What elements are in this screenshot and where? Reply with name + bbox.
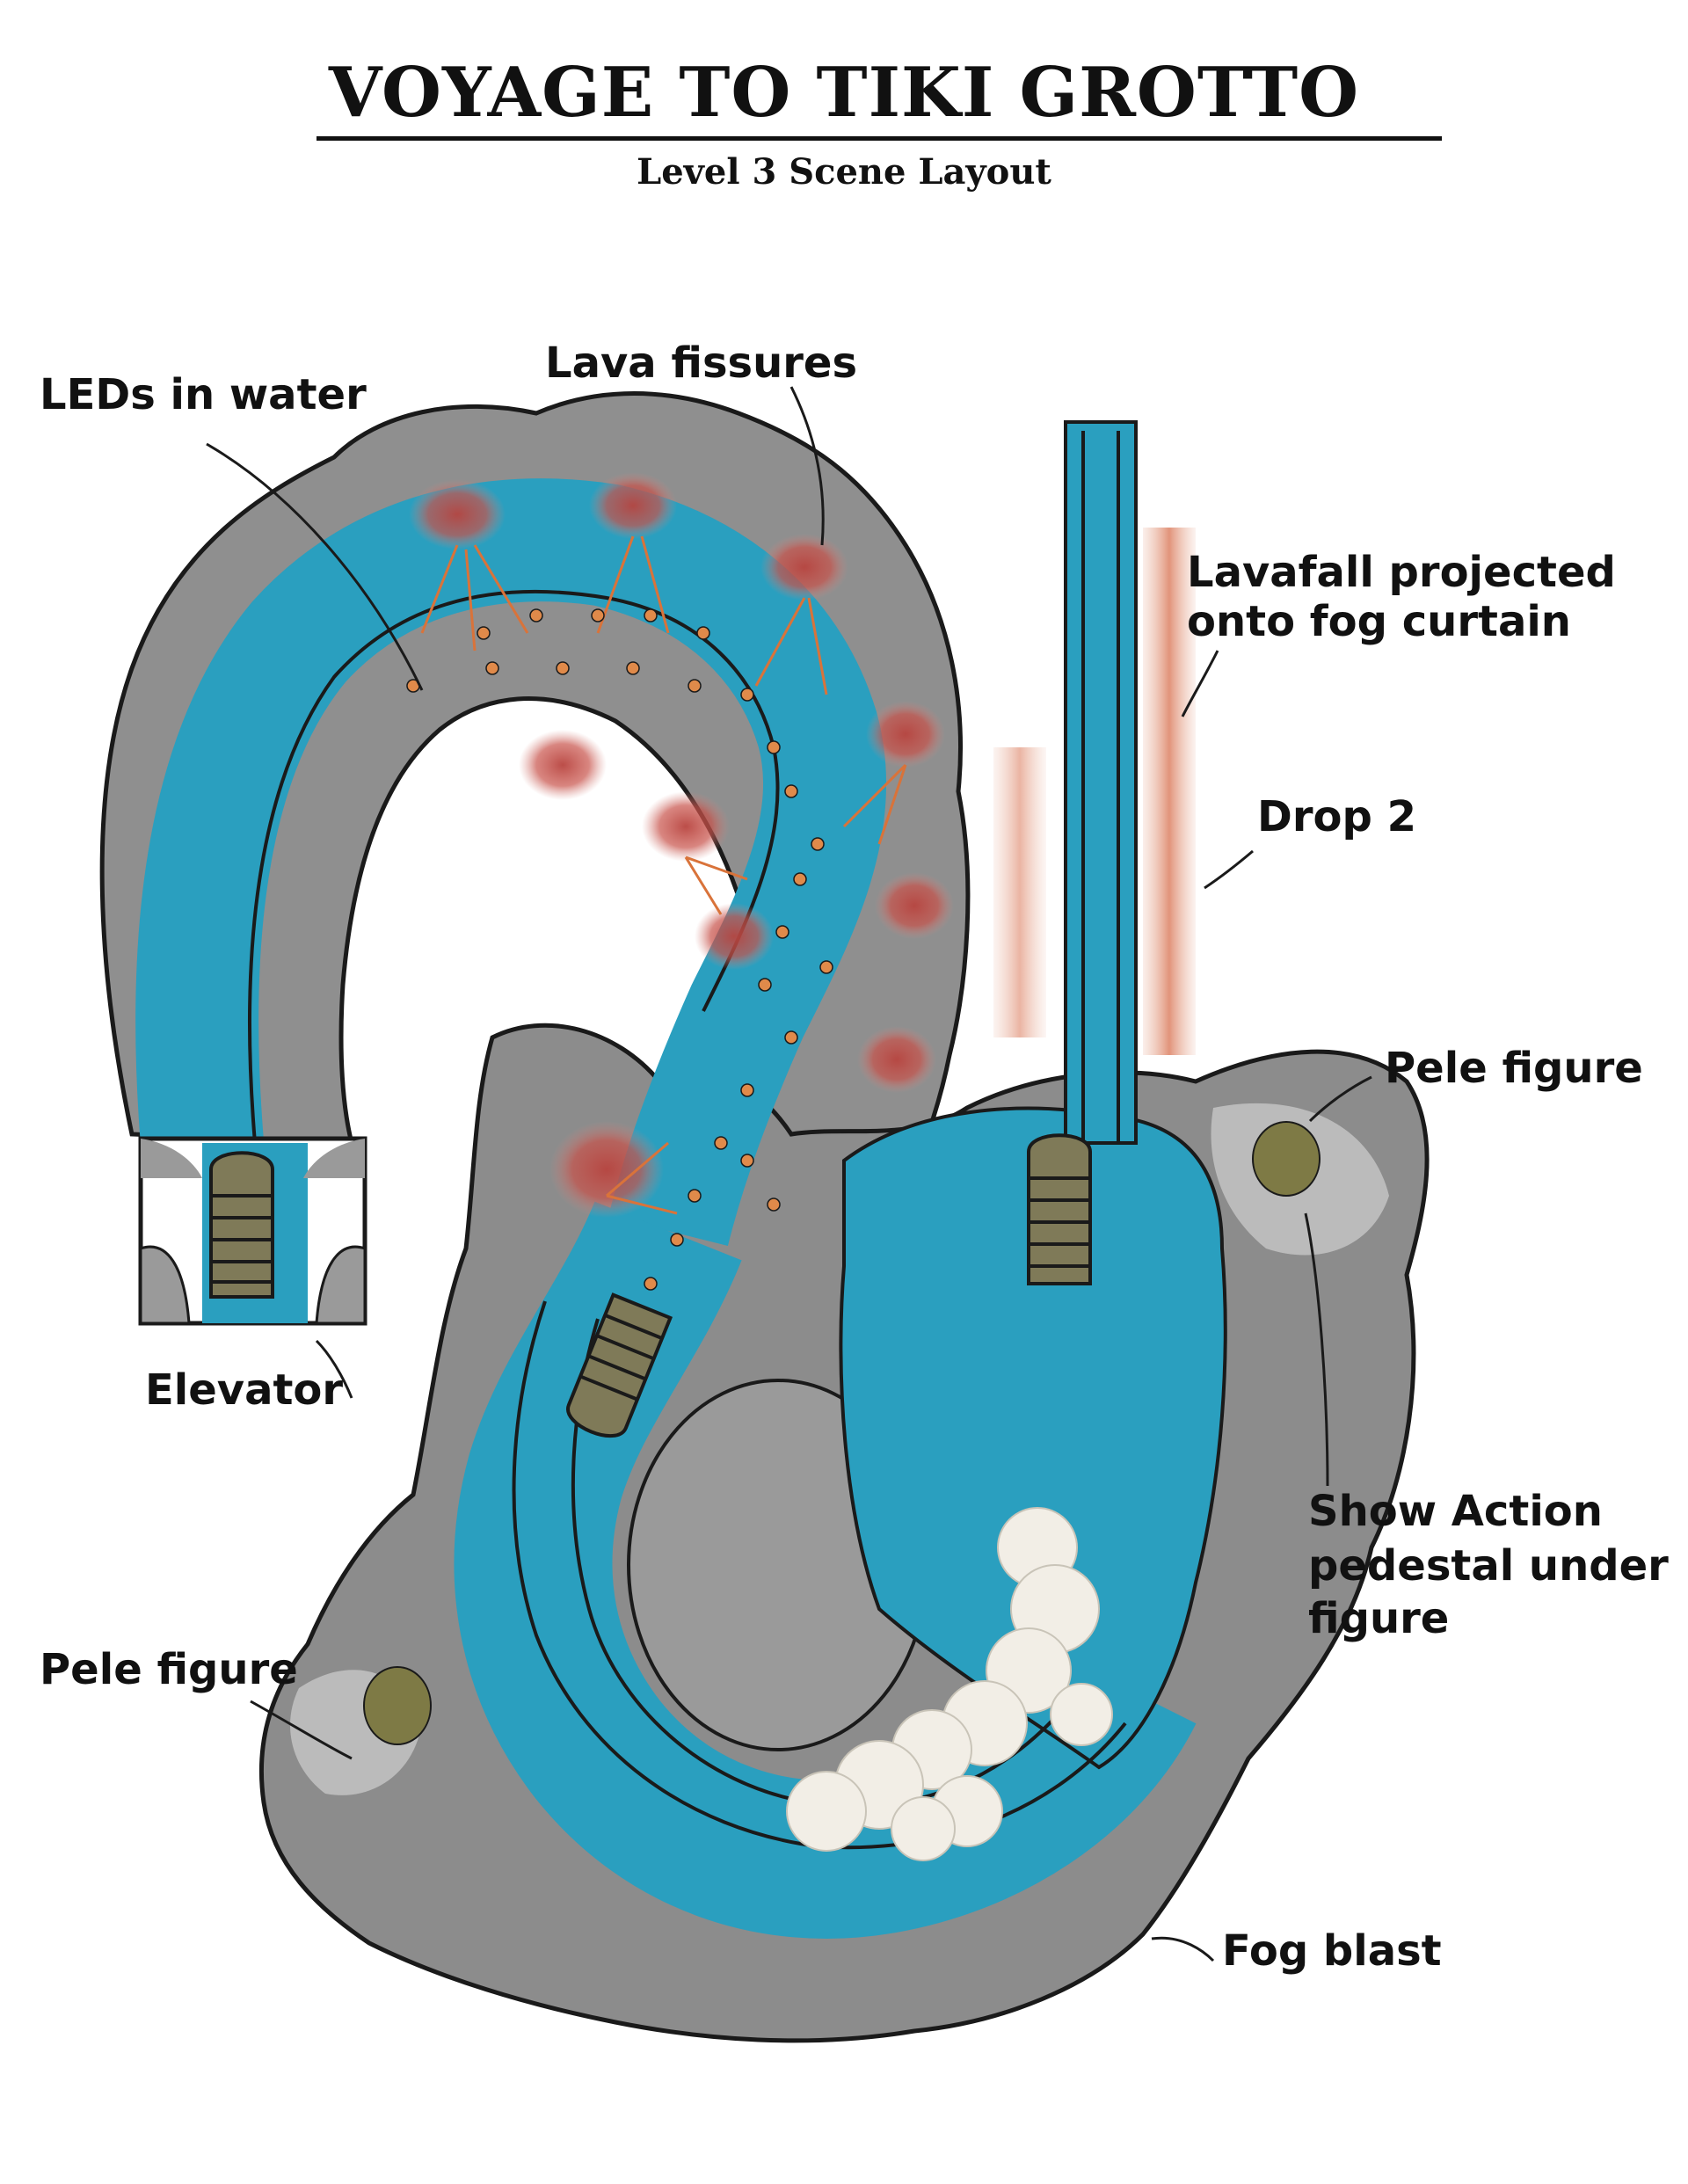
drop2-flume [1064, 420, 1138, 1145]
arrow-drop2 [1204, 849, 1254, 890]
arrow-elevator [315, 1339, 353, 1399]
lavafall-projection [1143, 528, 1196, 1055]
label-show-action-line1: Show Action [1308, 1487, 1603, 1536]
lava-glow [760, 534, 848, 601]
title-underline [316, 136, 1442, 141]
channel-track-line [248, 589, 780, 1144]
diagram-title: VOYAGE TO TIKI GROTTO [328, 53, 1360, 133]
arrow-pele-right [1308, 1075, 1372, 1123]
lava-glow [875, 872, 954, 939]
label-show-action-line3: figure [1308, 1594, 1450, 1643]
lava-glow [857, 1026, 936, 1093]
callout-arrows [206, 386, 1372, 1962]
ride-boat [209, 1151, 274, 1299]
label-lavafall-line1: Lavafall projected [1187, 548, 1616, 597]
arrow-pele-left [250, 1700, 353, 1760]
lava-glow [409, 479, 506, 550]
elevator-wall [141, 1139, 202, 1178]
water-channel [135, 420, 1227, 1939]
diagram-subtitle: Level 3 Scene Layout [637, 151, 1051, 193]
water-upper-arc [135, 478, 886, 1247]
elevator-wall [139, 1245, 191, 1325]
lava-glow [589, 472, 677, 539]
arrow-lavafall [1181, 650, 1219, 717]
elevator-wall [303, 1139, 365, 1178]
label-show-action-line2: pedestal under [1308, 1541, 1669, 1591]
label-fog-blast: Fog blast [1222, 1926, 1442, 1976]
ride-boat [1027, 1133, 1092, 1285]
lava-glow [519, 730, 607, 800]
fog-blast [786, 1507, 1113, 1861]
arrow-lava-fissures [789, 386, 825, 546]
arrow-fog-blast [1151, 1936, 1215, 1962]
label-elevator: Elevator [145, 1365, 344, 1415]
label-pele-figure-right: Pele figure [1385, 1044, 1643, 1093]
label-lava-fissures: Lava fissures [545, 339, 858, 388]
lava-glow [695, 903, 774, 970]
lava-glow [866, 701, 945, 768]
ride-boat [566, 1292, 673, 1438]
pele-figure-left [363, 1666, 432, 1745]
elevator-wall [315, 1245, 367, 1325]
label-leds-in-water: LEDs in water [40, 370, 367, 419]
label-drop2: Drop 2 [1257, 792, 1416, 841]
label-lavafall-line2: onto fog curtain [1187, 597, 1571, 646]
fissure-cracks [420, 535, 907, 1215]
arrow-show-action [1304, 1212, 1329, 1487]
lava-glow [642, 791, 730, 862]
lava-fissures [409, 472, 954, 1218]
lava-glow [549, 1121, 664, 1218]
lavafall-projection [993, 747, 1046, 1037]
label-pele-figure-left: Pele figure [40, 1645, 298, 1694]
arrow-leds [206, 442, 424, 691]
pele-figure-right [1252, 1121, 1321, 1197]
water-leds [406, 608, 833, 1291]
